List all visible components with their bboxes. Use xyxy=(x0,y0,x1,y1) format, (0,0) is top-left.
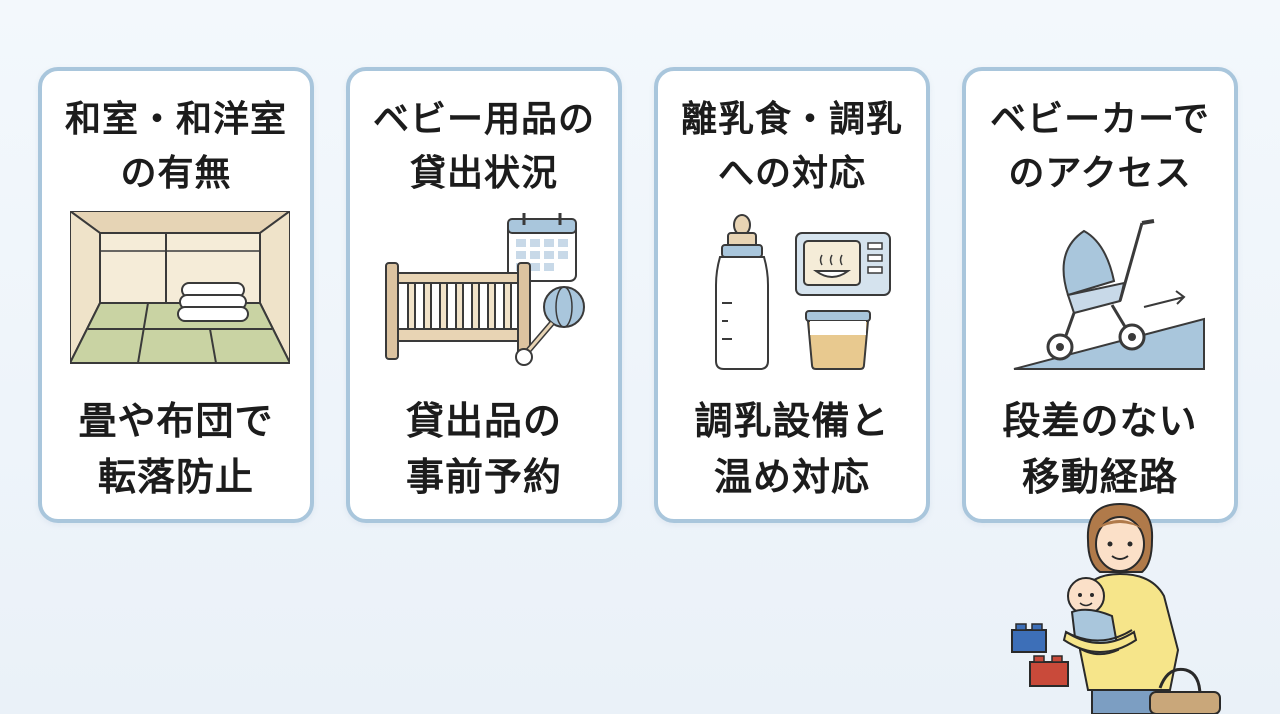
card-baby-goods: ベビー用品の 貸出状況 貸出品の 事前予約 xyxy=(346,67,622,523)
card-title: ベビー用品の 貸出状況 xyxy=(372,99,595,194)
toy-block-icon xyxy=(1011,623,1069,687)
card-title: 和室・和洋室 の有無 xyxy=(64,99,287,194)
card-caption: 調乳設備と 温め対応 xyxy=(694,399,890,499)
card-caption: 貸出品の 事前予約 xyxy=(405,399,562,499)
crib-calendar-rattle-icon xyxy=(385,213,585,366)
card-caption: 段差のない 移動経路 xyxy=(1002,399,1198,499)
card-title: 離乳食・調乳 への対応 xyxy=(680,99,903,194)
card-caption: 畳や布団で 転落防止 xyxy=(78,399,274,499)
card-stroller-access: ベビーカーで のアクセス 段差のない 移動経路 xyxy=(962,67,1238,523)
card-baby-food: 離乳食・調乳 への対応 調乳設備と 温め対応 xyxy=(654,67,930,523)
tatami-room-futon-icon xyxy=(70,211,290,364)
mother-baby-illustration xyxy=(1011,502,1221,714)
stroller-ramp-icon xyxy=(1013,219,1205,370)
bottle-microwave-container-icon xyxy=(715,214,891,370)
card-title: ベビーカーで のアクセス xyxy=(990,99,1210,194)
card-tatami-room: 和室・和洋室 の有無 畳や布団で 転落防止 xyxy=(38,67,314,523)
